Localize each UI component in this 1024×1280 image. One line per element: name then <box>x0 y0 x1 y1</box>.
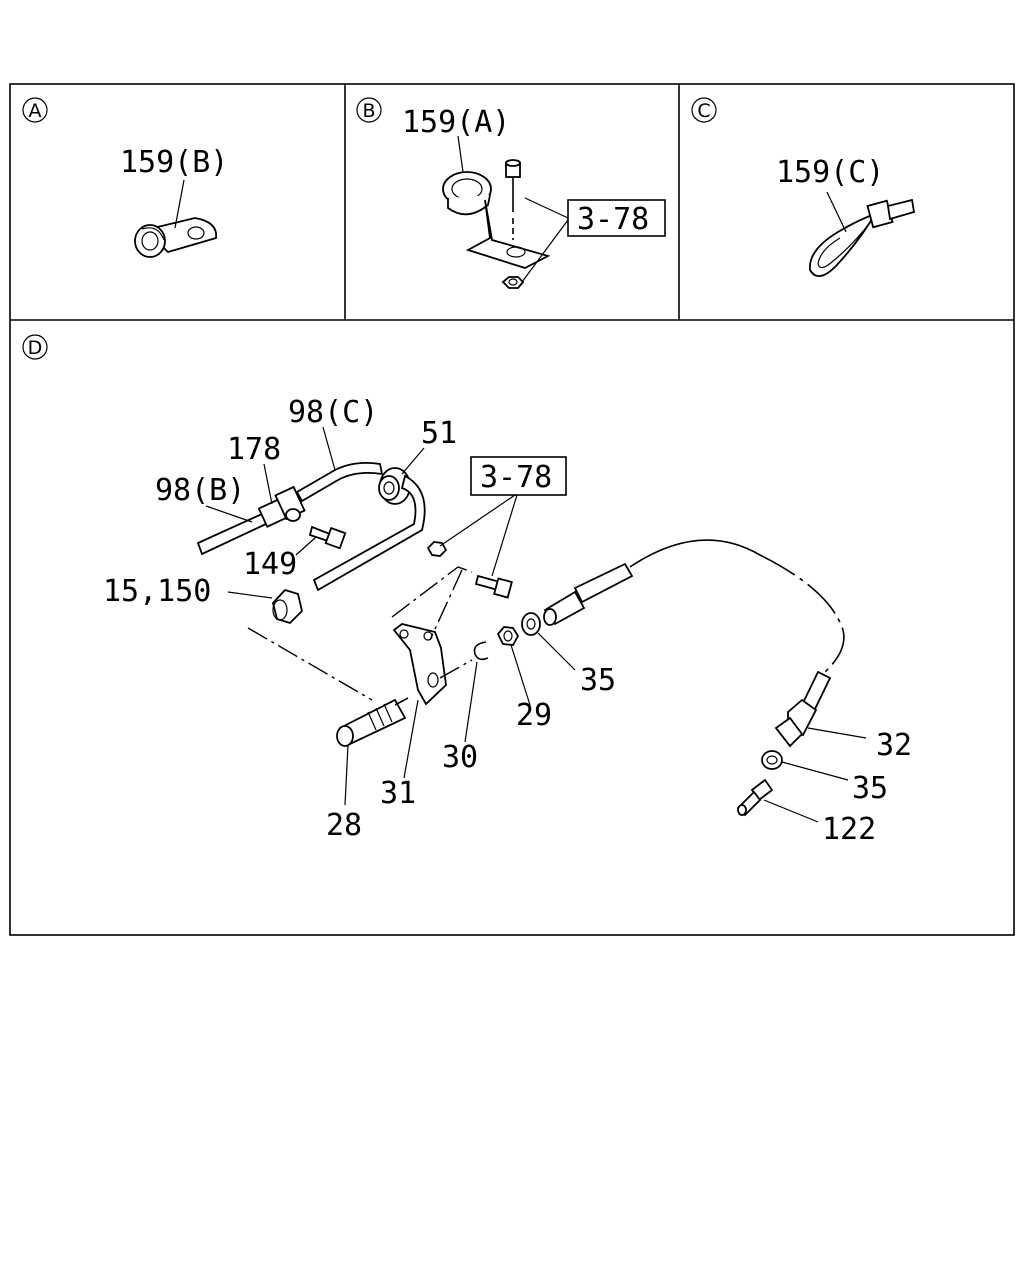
callout-98b: 98(B) <box>155 473 245 508</box>
callout-ref-3-78-b: 3-78 <box>577 202 649 237</box>
clamp-159a-drawing <box>442 135 569 289</box>
callout-32: 32 <box>876 728 912 763</box>
ref-box-3-78-b <box>567 199 666 237</box>
panel-letter-d: D <box>22 334 48 360</box>
cable-tie-159c-drawing <box>809 191 916 277</box>
callout-35-left: 35 <box>580 663 616 698</box>
callout-29: 29 <box>516 698 552 733</box>
ref-box-3-78-d <box>470 456 567 496</box>
svg-text:A: A <box>29 100 42 122</box>
leader-lines <box>205 426 867 823</box>
svg-text:B: B <box>362 100 375 122</box>
assembly-dashed-lines <box>247 566 473 701</box>
panel-letter-c: C <box>691 97 717 123</box>
callout-149: 149 <box>243 547 297 582</box>
callout-98c: 98(C) <box>288 395 378 430</box>
callout-30: 30 <box>442 740 478 775</box>
callout-122: 122 <box>822 812 876 847</box>
svg-text:D: D <box>28 337 43 359</box>
callout-159a: 159(A) <box>402 105 510 140</box>
svg-text:C: C <box>697 100 710 122</box>
callout-31: 31 <box>380 776 416 811</box>
callout-ref-3-78-d: 3-78 <box>480 460 552 495</box>
callout-178: 178 <box>227 432 281 467</box>
pipe-assembly-drawing <box>196 461 845 817</box>
callout-159b: 159(B) <box>120 145 228 180</box>
callout-51: 51 <box>421 416 457 451</box>
clip-159b-drawing <box>134 179 218 258</box>
diagram-frame <box>9 83 1015 936</box>
callout-159c: 159(C) <box>776 155 884 190</box>
panel-letter-a: A <box>22 97 48 123</box>
callout-15-150: 15,150 <box>103 574 211 609</box>
panel-letter-b: B <box>356 97 382 123</box>
callout-35-right: 35 <box>852 771 888 806</box>
callout-28: 28 <box>326 808 362 843</box>
